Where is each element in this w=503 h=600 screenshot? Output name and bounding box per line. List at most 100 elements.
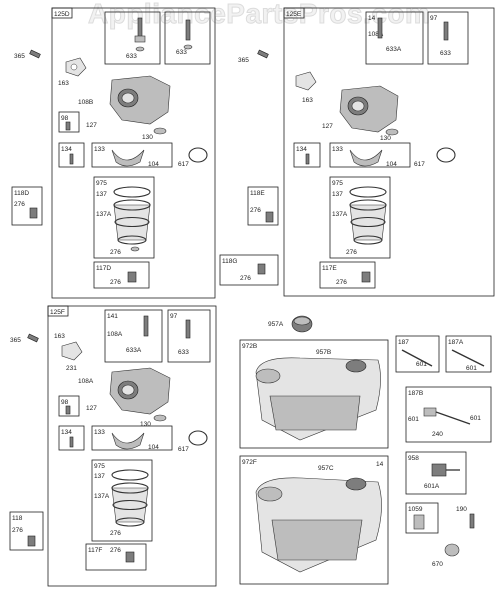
box-117d — [93, 261, 150, 289]
box-97-f — [167, 309, 211, 363]
label-276-f-b: 276 — [110, 547, 121, 554]
group-125d-frame — [51, 7, 216, 299]
label-98: 98 — [61, 115, 69, 122]
label-633-a: 633 — [126, 53, 137, 60]
label-117d: 117D — [96, 265, 111, 272]
box-133-e — [329, 142, 411, 168]
box-98 — [58, 111, 80, 133]
box-118 — [9, 511, 44, 551]
box-975-e — [329, 176, 391, 259]
box-972f — [239, 455, 389, 585]
label-14: 14 — [368, 15, 376, 22]
group-125f-frame — [47, 305, 217, 587]
box-118d — [11, 186, 43, 226]
label-118e: 118E — [250, 190, 265, 197]
part-98 — [65, 121, 71, 131]
label-133: 133 — [94, 146, 105, 153]
washer-part — [135, 46, 145, 52]
label-365-f: 365 — [10, 337, 21, 344]
group-125d-title: 125D — [54, 11, 70, 18]
label-276-e-b: 276 — [336, 279, 347, 286]
gasket-163-f-part — [61, 341, 83, 361]
label-187b: 187B — [408, 390, 423, 397]
label-276-f-c: 276 — [12, 527, 23, 534]
box-117e — [319, 261, 376, 289]
label-975-e: 975 — [332, 180, 343, 187]
label-137-f: 137 — [94, 473, 105, 480]
box-187 — [395, 335, 440, 373]
group-125e-title: 125E — [286, 11, 302, 18]
label-601a: 601A — [424, 483, 440, 490]
fuel-tank-group: 957A 972B 957B 972F 957C 14 — [239, 315, 389, 585]
label-130-e: 130 — [380, 135, 391, 142]
label-365-e: 365 — [238, 57, 249, 64]
label-130-f: 130 — [140, 421, 151, 428]
label-163: 163 — [58, 80, 69, 87]
label-276-e: 276 — [346, 249, 357, 256]
label-633a: 633A — [386, 46, 402, 53]
box-97 — [427, 11, 469, 65]
group-125f-title: 125F — [50, 309, 65, 316]
gasket-163-e-part — [295, 71, 317, 91]
right-parts-group: 187 601 187A 601 187B 601 240 601 958 60… — [395, 335, 492, 568]
box-187b — [405, 386, 492, 443]
label-163-f: 163 — [54, 333, 65, 340]
gasket-130-e-part — [385, 128, 399, 136]
label-276-c: 276 — [14, 201, 25, 208]
throttle-shaft-part — [377, 17, 383, 39]
part-670 — [444, 543, 460, 557]
label-127-e: 127 — [322, 123, 333, 130]
box-117f — [85, 543, 147, 571]
fuel-cap-957b-part — [345, 359, 367, 373]
bowl-nut-117d-part — [127, 271, 137, 283]
label-163-e: 163 — [302, 97, 313, 104]
label-137-e: 137 — [332, 191, 343, 198]
group-125d-tag — [51, 7, 73, 19]
label-975-f: 975 — [94, 463, 105, 470]
screw-365-f-part — [27, 333, 39, 343]
screw-365-e-part — [257, 49, 269, 59]
label-617: 617 — [178, 161, 189, 168]
label-137a-e: 137A — [332, 211, 348, 218]
label-108a-f-2: 108A — [107, 331, 123, 338]
carburetor-body-f-part — [109, 367, 171, 415]
fuel-cap-957c-part — [345, 477, 367, 491]
label-187: 187 — [398, 339, 409, 346]
label-108a-f: 108A — [78, 378, 94, 385]
box-975 — [93, 176, 155, 259]
label-972b: 972B — [242, 343, 257, 350]
label-133-f: 133 — [94, 429, 105, 436]
float-133-part — [111, 149, 145, 167]
label-118d: 118D — [14, 190, 29, 197]
box-1059 — [405, 502, 439, 534]
label-118g: 118G — [222, 258, 237, 265]
screw-365-part — [29, 49, 41, 59]
label-134-f: 134 — [61, 429, 72, 436]
group-125e: 125E 14 108A 633A 97 633 365 163 127 130… — [219, 7, 495, 297]
label-137a: 137A — [96, 211, 112, 218]
box-633-b — [164, 11, 211, 65]
label-276-e-d: 276 — [240, 275, 251, 282]
label-617-e: 617 — [414, 161, 425, 168]
label-957c: 957C — [318, 465, 334, 472]
label-190: 190 — [456, 506, 467, 513]
box-187a — [445, 335, 492, 373]
screw-97-part — [443, 21, 449, 41]
label-127: 127 — [86, 122, 97, 129]
valve-958-part — [431, 463, 447, 477]
box-118g — [219, 254, 279, 286]
label-276-e-c: 276 — [250, 207, 261, 214]
washer-276-part — [130, 246, 140, 252]
box-98-f — [58, 395, 80, 417]
box-975-f — [91, 459, 153, 542]
label-187a: 187A — [448, 339, 464, 346]
label-633a-f: 633A — [126, 347, 142, 354]
label-957b: 957B — [316, 349, 331, 356]
box-134-f — [58, 425, 85, 451]
label-97: 97 — [430, 15, 438, 22]
box-141 — [104, 309, 163, 363]
box-134-e — [293, 142, 321, 168]
label-276-b: 276 — [110, 279, 121, 286]
label-670: 670 — [432, 561, 443, 568]
